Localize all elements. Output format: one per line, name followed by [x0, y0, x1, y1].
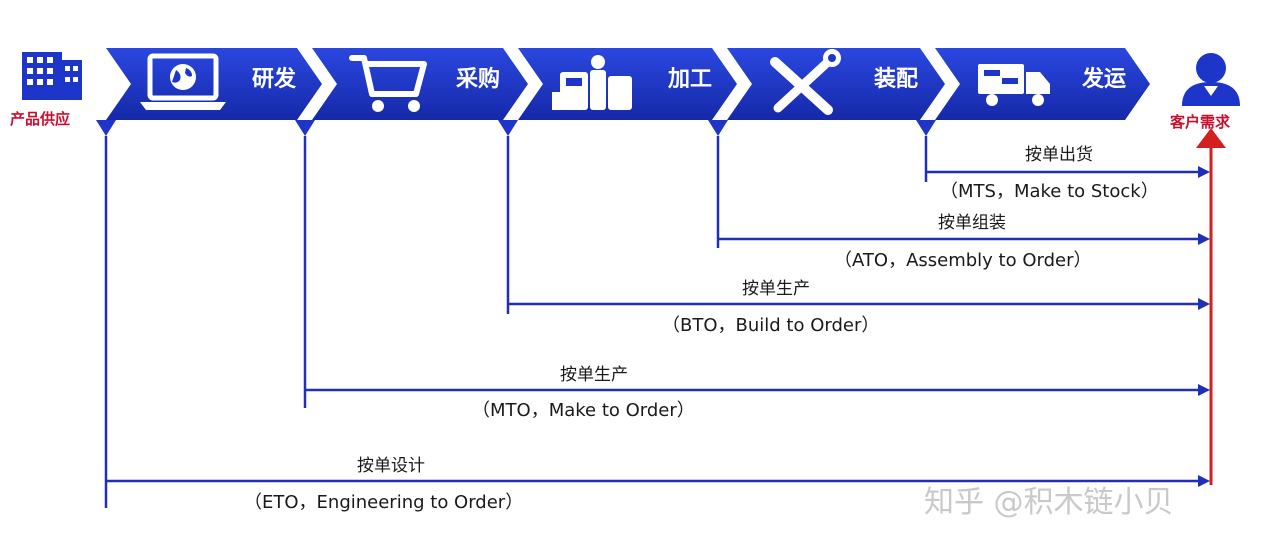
wrench-screwdriver-icon [770, 49, 841, 115]
route-title-bto: 按单生产 [742, 279, 810, 299]
shopping-cart-icon [349, 55, 427, 112]
customer-icon [1182, 53, 1240, 106]
route-subtitle-eto: （ETO，Engineering to Order） [244, 492, 523, 513]
laptop-globe-icon [140, 53, 226, 110]
route-title-ato: 按单组装 [938, 213, 1006, 233]
step-label-ship: 发运 [1081, 66, 1126, 92]
step-label-process: 加工 [667, 67, 712, 92]
route-subtitle-mto: （MTO，Make to Order） [472, 400, 695, 421]
truck-icon [978, 64, 1050, 106]
supply-label: 产品供应 [10, 110, 70, 128]
step-label-assembly: 装配 [874, 67, 918, 92]
demand-label: 客户需求 [1169, 113, 1231, 131]
route-title-mts: 按单出货 [1025, 145, 1093, 165]
building-icon [22, 52, 82, 100]
step-label-rd: 研发 [252, 66, 297, 92]
route-subtitle-mts: （MTS，Make to Stock） [940, 181, 1159, 202]
branch-markers [96, 120, 936, 136]
route-subtitle-ato: （ATO，Assembly to Order） [834, 250, 1092, 271]
route-lines [106, 170, 1198, 483]
drop-lines [104, 136, 928, 508]
route-subtitle-bto: （BTO，Build to Order） [662, 315, 879, 336]
step-label-purchase: 采购 [456, 66, 500, 92]
demand-arrow [1196, 128, 1226, 485]
route-arrowheads [1198, 166, 1210, 487]
worker-machine-icon [552, 55, 632, 110]
watermark: 知乎 @积木链小贝 [924, 485, 1174, 520]
route-title-mto: 按单生产 [560, 365, 628, 385]
route-title-eto: 按单设计 [357, 456, 425, 476]
